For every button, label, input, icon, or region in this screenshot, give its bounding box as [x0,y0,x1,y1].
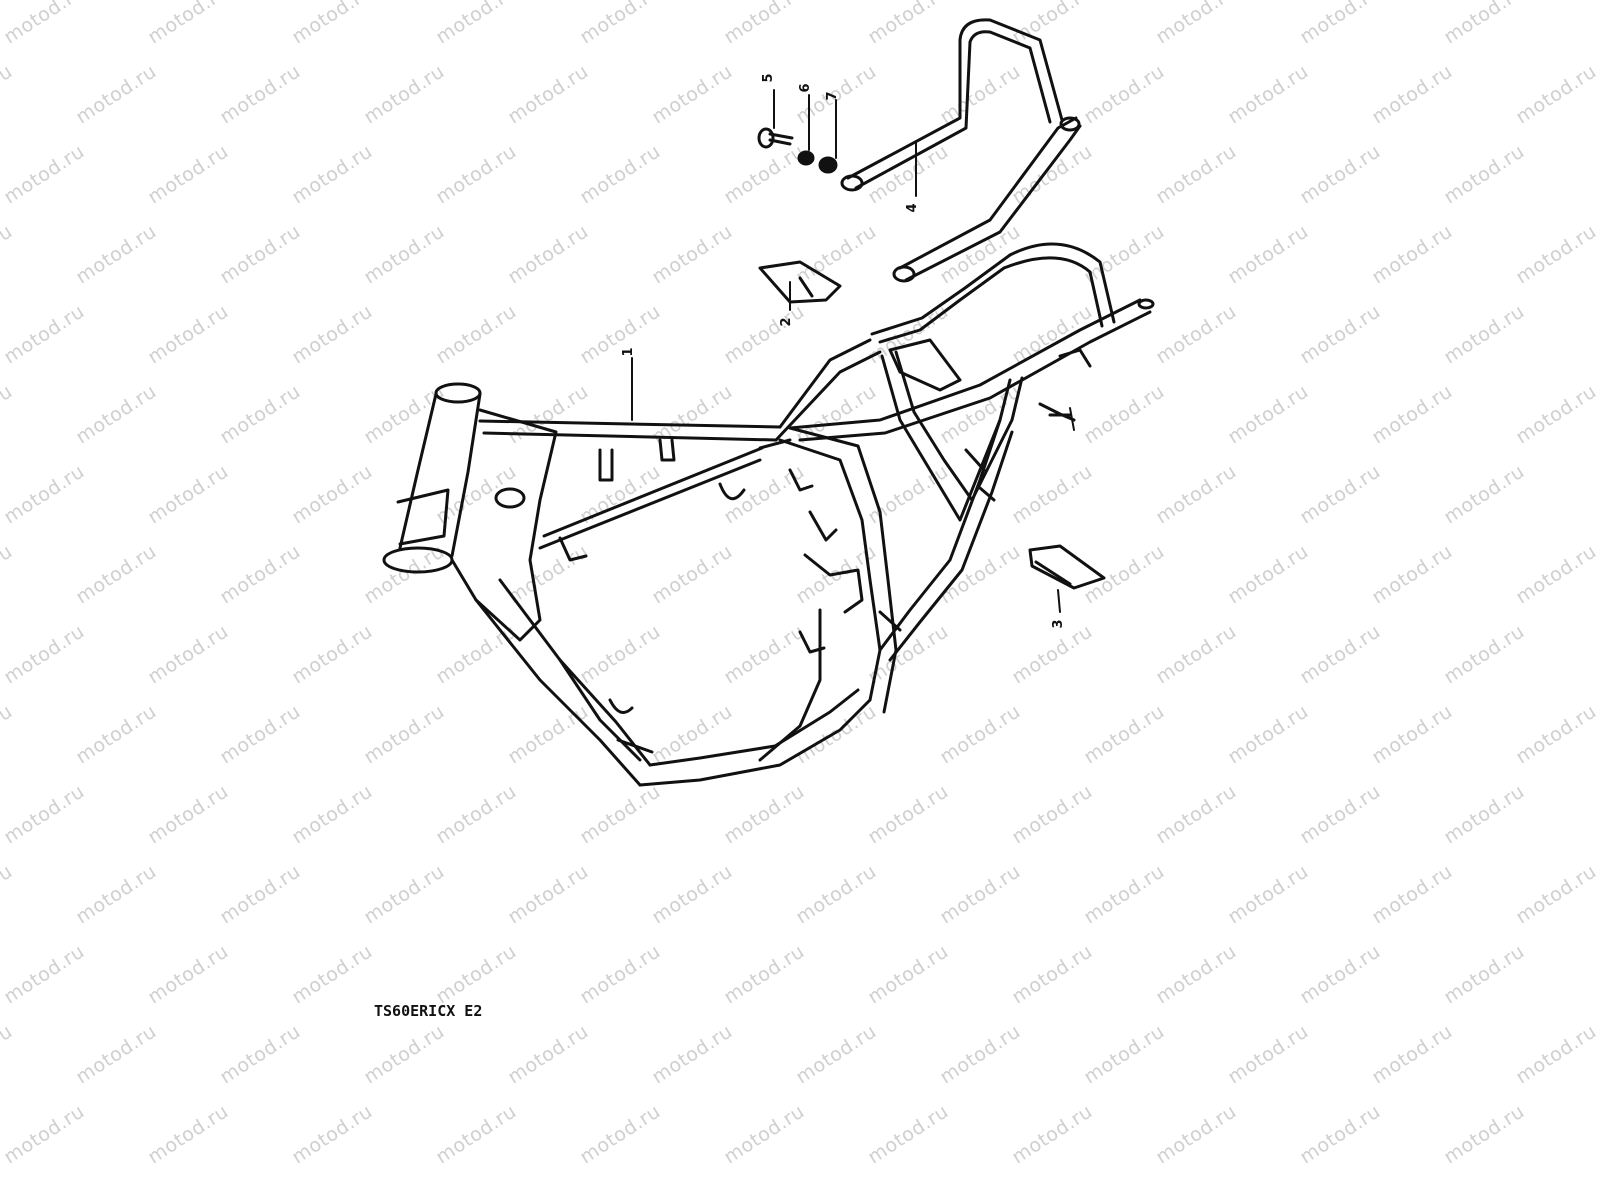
leader-lines [631,89,1075,613]
callout-plate: 2 [779,317,794,326]
grab-bar-drawing [840,18,1082,283]
cushion-drawing [1028,544,1106,590]
callout-bolt: 5 [761,73,776,82]
callout-grab-bar: 4 [905,203,920,212]
bolt-drawing [757,127,794,149]
frame-drawing [382,242,1155,787]
plate-drawing [758,260,842,304]
lock-washer-drawing [818,156,838,174]
callout-frame: 1 [621,347,636,356]
callout-labels: 1 2 3 4 5 6 7 [621,73,1066,628]
model-label: TS60ERICX E2 [374,1002,482,1020]
callout-cushion: 3 [1051,619,1066,628]
washer-drawing [797,150,815,166]
callout-washer: 6 [798,83,813,92]
callout-lock-washer: 7 [825,91,840,100]
